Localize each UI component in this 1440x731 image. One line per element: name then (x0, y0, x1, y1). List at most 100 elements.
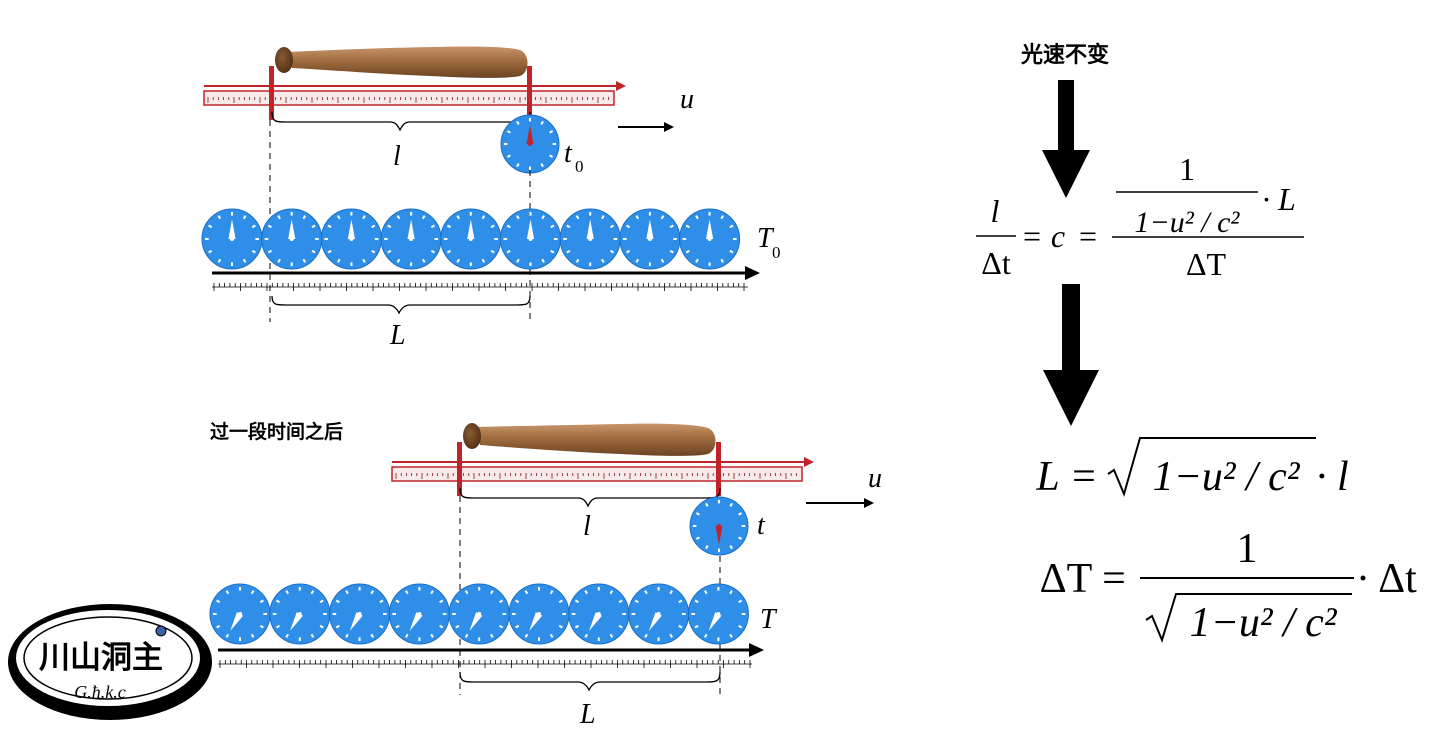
eq3-tail: · Δt (1356, 556, 1417, 602)
bottom-caption: 过一段时间之后 (210, 420, 343, 443)
arrow-down-2 (1043, 284, 1099, 426)
eq3-eq: = (1102, 556, 1126, 602)
ground-axis-top (212, 266, 760, 291)
logo-title: 川山洞主 (39, 640, 163, 676)
ground-length-label-bottom: L (579, 699, 596, 730)
ground-clocks-label-bottom: T (760, 604, 778, 635)
equation-1: l Δt = c = 1 1−u² / c² · L ΔT (976, 151, 1304, 282)
eq2-lhs: L (1035, 454, 1059, 500)
moving-clock-face-bottom-hand (715, 526, 723, 545)
ground-clock-top-hand (706, 219, 714, 239)
ground-clock-bottom (329, 583, 391, 645)
ground-clock-bottom-hand (349, 612, 363, 631)
ground-clock-top-hand (526, 219, 535, 239)
ground-clock-bottom (269, 583, 331, 645)
eq1-eq2: = (1079, 218, 1097, 254)
rod-brace-bottom (459, 487, 721, 508)
moving-clock-face-top-hand (526, 125, 534, 144)
eq1-eq: = (1023, 218, 1041, 254)
ground-clock-top (679, 208, 741, 270)
ground-axis-bottom (218, 643, 764, 668)
equation-3: ΔT = 1 1−u² / c² · Δt (1040, 526, 1418, 646)
logo-subtitle: G.ħ.k.c (74, 682, 125, 702)
eq3-den-sqrt-body: 1−u² / c² (1190, 600, 1338, 646)
moving-clock-label-bottom: t (757, 510, 766, 541)
eq2-tail: · l (1316, 454, 1349, 500)
ground-clock-top (380, 208, 442, 270)
eq2-sqrt-body: 1−u² / c² (1153, 454, 1301, 500)
ground-clocks-label-top: T (757, 223, 775, 254)
ground-clocks-bottom (209, 583, 749, 645)
rod-brace-top (271, 111, 531, 132)
velocity-label-bottom: u (868, 463, 882, 494)
ground-clock-top-hand (407, 219, 415, 239)
bat-bottom (463, 423, 716, 456)
ground-clock-bottom (568, 583, 630, 645)
eq1-mid: c (1051, 218, 1065, 254)
derivation: 光速不变 l Δt = c = 1 1−u² / c² · L ΔT L (976, 42, 1417, 646)
eq1-inner-den: 1−u² / c² (1135, 206, 1241, 239)
moving-clock-bottom (689, 496, 749, 556)
arrow-down-1 (1042, 80, 1090, 198)
ground-length-label-top: L (389, 320, 406, 351)
ground-clock-bottom-hand (589, 612, 602, 631)
ground-clock-bottom-hand (409, 612, 423, 631)
moving-clock-face-bottom (689, 496, 749, 556)
ground-clocks-subscript-top: 0 (772, 243, 781, 262)
velocity-label-top: u (680, 84, 694, 115)
velocity-arrow-top: u (618, 84, 694, 132)
ground-clock-top-hand (228, 219, 236, 239)
eq1-lhs-den: Δt (981, 245, 1011, 281)
eq1-inner-num: 1 (1179, 151, 1195, 187)
ground-clock-bottom-hand (469, 612, 483, 631)
ground-clock-bottom (448, 583, 510, 645)
ground-brace-top (271, 295, 531, 315)
bottom-panel: 过一段时间之后 u l t T (209, 420, 882, 730)
eq3-num: 1 (1237, 526, 1258, 572)
moving-clock-subscript-top: 0 (575, 157, 584, 176)
premise-label: 光速不变 (1020, 42, 1109, 68)
ground-clock-bottom-hand (529, 612, 543, 631)
eq2-eq: = (1072, 454, 1096, 500)
equation-2: L = 1−u² / c² · l (1035, 437, 1349, 500)
ground-clock-bottom (388, 583, 450, 645)
velocity-arrow-bottom: u (806, 463, 882, 508)
ground-clock-top (559, 208, 621, 270)
ground-clocks-top (201, 208, 741, 270)
moving-ruler-top (203, 66, 626, 120)
ground-clock-bottom (687, 583, 749, 645)
ground-brace-bottom (459, 671, 721, 692)
ground-clock-top (320, 208, 382, 270)
moving-clock-top (500, 114, 560, 174)
moving-clock-label-top: t (564, 138, 573, 169)
ground-clock-top (500, 208, 561, 270)
rod-length-label-bottom: l (583, 511, 591, 542)
eq3-lhs: ΔT (1040, 556, 1093, 602)
rod-length-label-top: l (393, 141, 401, 172)
eq1-outer-den: ΔT (1186, 246, 1227, 282)
ground-clock-top-hand (347, 219, 355, 239)
ground-clock-bottom-hand (648, 612, 662, 631)
top-panel: u l t 0 T 0 L (201, 46, 781, 351)
logo: 川山洞主 G.ħ.k.c (8, 604, 212, 720)
ground-clock-top (440, 208, 502, 270)
moving-clock-face-top (500, 114, 560, 174)
ground-clock-top-hand (288, 219, 296, 239)
ground-clock-bottom-hand (708, 612, 722, 631)
ground-clock-bottom (508, 583, 570, 645)
ground-clock-bottom (209, 583, 271, 645)
eq1-lhs-num: l (991, 193, 1000, 229)
ground-clock-top (201, 208, 263, 270)
ground-clock-top (261, 208, 323, 270)
moving-ruler-bottom (391, 442, 814, 496)
eq1-factor: · L (1262, 181, 1296, 217)
ground-clock-top-hand (586, 219, 594, 239)
ground-clock-bottom-hand (230, 612, 244, 631)
bat-top (275, 46, 528, 78)
ground-clock-top (619, 208, 681, 270)
ground-clock-top-hand (467, 219, 475, 239)
ground-clock-bottom (628, 583, 690, 645)
ground-clock-top-hand (646, 219, 654, 239)
ground-clock-bottom-hand (290, 612, 303, 631)
